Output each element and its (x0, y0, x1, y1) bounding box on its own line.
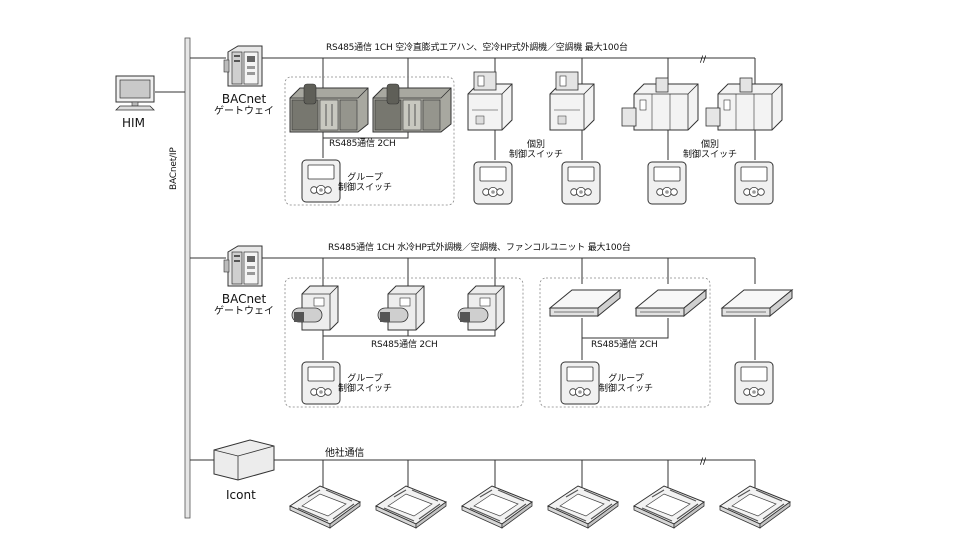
gateway-2-line2: ゲートウェイ (214, 306, 274, 317)
ceiling-cassette-icon (289, 485, 361, 529)
ceiling-cassette-icon (635, 289, 707, 317)
gateway-1-line1: BACnet (221, 92, 267, 106)
section2-group-a-switch-line1: グループ (347, 374, 383, 384)
svg-text://: // (700, 55, 707, 65)
pc-monitor-icon (115, 75, 155, 111)
section1-indiv-1-line2: 制御スイッチ (508, 150, 563, 160)
group-box-1 (284, 76, 455, 206)
section2-group-a-switch-label: グループ 制御スイッチ (335, 374, 395, 394)
section2-group-a-ch: RS485通信 2CH (370, 340, 439, 350)
bacnet-ip-bus (184, 37, 191, 519)
ceiling-cassette-icon (633, 485, 705, 529)
section1-indiv-1-line1: 個別 (526, 140, 545, 150)
ahu-icon (621, 77, 699, 131)
him-label: HIM (122, 116, 145, 130)
section3-bus-title: 他社通信 (325, 448, 365, 459)
icont-label: Icont (226, 488, 256, 502)
section2-group-b-switch-label: グループ 制御スイッチ (596, 374, 656, 394)
section1-indiv-2-label: 個別 制御スイッチ (680, 140, 740, 160)
ceiling-cassette-icon (719, 485, 791, 529)
remote-switch-icon (473, 161, 513, 205)
ahu-icon (549, 71, 595, 131)
section1-indiv-2-line1: 個別 (700, 140, 719, 150)
section2-bus-title: RS485通信 1CH 水冷HP式外調機／空調機、ファンコルユニット 最大100… (328, 243, 631, 253)
group-box-2b (539, 277, 711, 408)
section1-indiv-2-line2: 制御スイッチ (682, 150, 737, 160)
group-box-2a (284, 277, 524, 408)
section1-indiv-1-label: 個別 制御スイッチ (506, 140, 566, 160)
section1-group-switch-label: グループ 制御スイッチ (335, 173, 395, 193)
gateway-icon (223, 45, 263, 87)
bus-label: BACnet/IP (169, 147, 179, 190)
gateway-1-line2: ゲートウェイ (214, 106, 274, 117)
remote-switch-icon (647, 161, 687, 205)
ahu-icon (705, 77, 783, 131)
section2-group-b-switch-line2: 制御スイッチ (598, 384, 653, 394)
outdoor-unit-icon (377, 285, 425, 331)
machine-icon (289, 83, 369, 133)
gateway-icon (223, 245, 263, 287)
section2-group-a-switch-line2: 制御スイッチ (337, 384, 392, 394)
gateway-1-label: BACnet ゲートウェイ (214, 92, 274, 118)
section2-group-b-switch-line1: グループ (608, 374, 644, 384)
remote-switch-icon (734, 161, 774, 205)
ceiling-cassette-icon (461, 485, 533, 529)
gateway-2-line1: BACnet (221, 292, 267, 306)
section1-bus-title: RS485通信 1CH 空冷直膨式エアハン、空冷HP式外調機／空調機 最大100… (326, 43, 628, 53)
section1-group-switch-line1: グループ (347, 173, 383, 183)
outdoor-unit-icon (457, 285, 505, 331)
ceiling-cassette-icon (549, 289, 621, 317)
section1-group-switch-line2: 制御スイッチ (337, 183, 392, 193)
ceiling-cassette-icon (721, 289, 793, 317)
remote-switch-icon (561, 161, 601, 205)
section1-group-ch: RS485通信 2CH (328, 139, 397, 149)
section2-group-b-ch: RS485通信 2CH (590, 340, 659, 350)
ceiling-cassette-icon (547, 485, 619, 529)
icont-box-icon (213, 439, 275, 481)
ceiling-cassette-icon (375, 485, 447, 529)
svg-text://: // (700, 457, 707, 467)
ahu-icon (467, 71, 513, 131)
remote-switch-icon (560, 361, 600, 405)
gateway-2-label: BACnet ゲートウェイ (214, 292, 274, 318)
remote-switch-icon (734, 361, 774, 405)
machine-icon (372, 83, 452, 133)
outdoor-unit-icon (291, 285, 339, 331)
